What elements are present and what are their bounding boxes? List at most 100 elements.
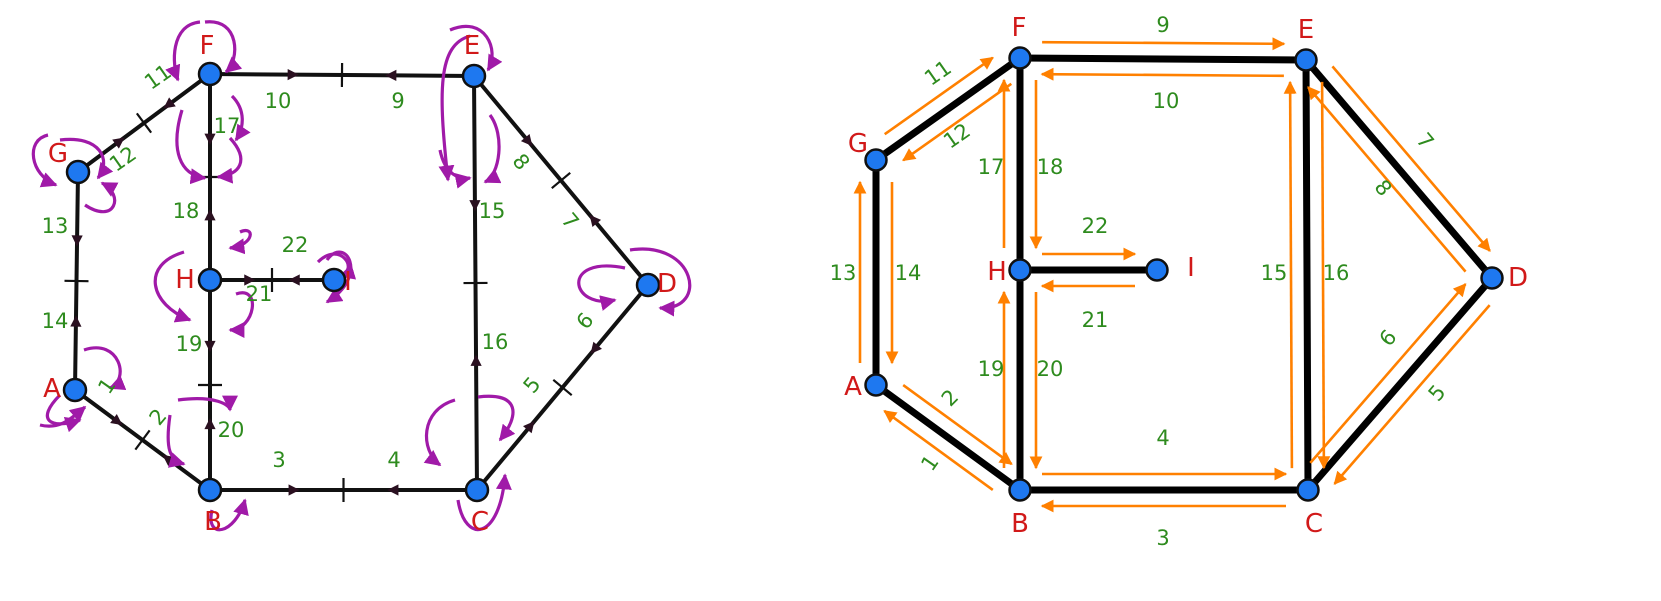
- edge-direction-marker: [70, 315, 82, 327]
- edge-number-label: 2: [937, 385, 963, 411]
- left-graph-edge-ticks: [64, 62, 573, 502]
- left-graph-direction-markers: [70, 68, 602, 496]
- vertex-e: [461, 63, 487, 89]
- edge-number-label: 4: [1156, 426, 1169, 450]
- vertex-label-e: E: [464, 31, 480, 61]
- edge-number-label: 17: [214, 114, 241, 138]
- vertex-label-f: F: [200, 31, 215, 61]
- traversal-loop-arrow: [165, 20, 201, 82]
- edge-number-label: 19: [176, 332, 203, 356]
- edge-direction-marker: [110, 414, 123, 426]
- edge-number-label: 11: [920, 56, 956, 91]
- vertex-d: [1480, 266, 1504, 290]
- vertex-label-d: D: [1508, 263, 1528, 293]
- edge-number-label: 1: [93, 374, 120, 399]
- edge-cd: [1304, 274, 1496, 494]
- edge-number-label: 12: [939, 119, 975, 154]
- traversal-loop-arrow: [438, 149, 472, 189]
- vertex-a: [62, 377, 88, 403]
- vertex-h: [1008, 258, 1032, 282]
- edge-number-label: 20: [218, 418, 245, 442]
- edge-direction-marker: [112, 137, 125, 149]
- traversal-loop-arrow: [175, 109, 207, 185]
- left-graph-vertex-labels: A B C D E F G H I: [43, 31, 677, 537]
- right-graph-edges: [872, 54, 1496, 494]
- edge-direction-marker: [244, 274, 256, 286]
- vertex-label-h: H: [175, 265, 195, 295]
- right-graph-vertices: [864, 46, 1504, 502]
- edge-number-label: 14: [895, 261, 922, 285]
- vertex-g: [65, 159, 91, 185]
- edge-midpoint-tick: [134, 429, 151, 451]
- edge-number-label: 4: [387, 448, 400, 472]
- edge-ab: [872, 381, 1024, 494]
- vertex-label-c: C: [471, 507, 489, 537]
- traversal-loop-arrow: [153, 250, 192, 323]
- edge-number-label: 1: [916, 451, 943, 476]
- edge-ec: [1302, 56, 1312, 494]
- vertex-label-a: A: [43, 374, 61, 404]
- edge-midpoint-tick: [135, 112, 153, 134]
- edge-direction-marker: [287, 68, 299, 81]
- edge-direction-marker: [204, 133, 216, 145]
- traversal-loop-arrow: [216, 136, 243, 184]
- edge-number-label: 16: [1323, 261, 1350, 285]
- vertex-label-c: C: [1305, 509, 1323, 539]
- vertex-label-d: D: [657, 269, 677, 299]
- edge-direction-marker: [387, 484, 399, 496]
- edge-direction-marker: [523, 421, 535, 434]
- vertex-f: [1008, 46, 1032, 70]
- traversal-loop-arrow: [423, 398, 456, 467]
- edge-number-label: 5: [1424, 380, 1451, 406]
- traversal-loop-arrow: [83, 346, 127, 391]
- traversal-arrow-a-to-b: [902, 383, 1013, 466]
- edge-fg: [872, 54, 1024, 164]
- traversal-arrow-b-to-a: [883, 409, 994, 492]
- vertex-h: [197, 267, 223, 293]
- traversal-arrow-c-to-d: [1309, 283, 1467, 464]
- vertex-label-b: B: [1011, 509, 1029, 539]
- traversal-loop-arrow: [629, 247, 692, 317]
- traversal-loop-arrow: [31, 133, 58, 188]
- traversal-loop-arrow: [477, 394, 516, 442]
- traversal-loop-arrow: [438, 34, 471, 182]
- traversal-loop-arrow: [228, 291, 254, 338]
- traversal-arrow-e-to-f: [1040, 67, 1284, 81]
- edge-number-label: 9: [391, 89, 404, 113]
- edge-midpoint-tick: [552, 378, 573, 397]
- traversal-loop-arrow: [456, 473, 512, 531]
- vertex-g: [864, 148, 888, 172]
- traversal-loop-arrow: [84, 181, 119, 214]
- edge-direction-marker: [469, 200, 481, 212]
- traversal-loop-arrow: [577, 264, 626, 311]
- vertex-c: [464, 477, 490, 503]
- edge-number-label: 5: [519, 372, 546, 398]
- edge-number-label: 3: [1156, 526, 1169, 550]
- edge-number-label: 17: [978, 155, 1005, 179]
- edge-direction-marker: [470, 354, 482, 366]
- vertex-label-h: H: [987, 257, 1007, 287]
- edge-number-label: 18: [173, 199, 200, 223]
- edge-direction-marker: [204, 417, 216, 430]
- vertex-label-b: B: [204, 507, 222, 537]
- vertex-d: [635, 272, 661, 298]
- edge-number-label: 20: [1037, 357, 1064, 381]
- right-graph-traversal-arrows: [853, 37, 1491, 513]
- edge-number-label: 9: [1156, 13, 1169, 37]
- traversal-arrow-f-to-e: [1042, 37, 1286, 51]
- edge-ef: [1016, 54, 1310, 64]
- traversal-loop-arrow: [46, 393, 82, 433]
- edge-direction-marker: [589, 214, 602, 228]
- vertex-label-i: I: [344, 267, 352, 297]
- left-graph-vertices: [62, 61, 661, 503]
- left-graph-traversal-loops: [31, 20, 692, 532]
- vertex-b: [1008, 478, 1032, 502]
- vertex-i: [321, 267, 347, 293]
- edge-number-label: 8: [508, 149, 535, 175]
- edge-de: [1302, 56, 1496, 282]
- vertex-label-g: G: [48, 139, 68, 169]
- edge-direction-marker: [385, 69, 397, 82]
- edge-number-label: 6: [1375, 325, 1402, 351]
